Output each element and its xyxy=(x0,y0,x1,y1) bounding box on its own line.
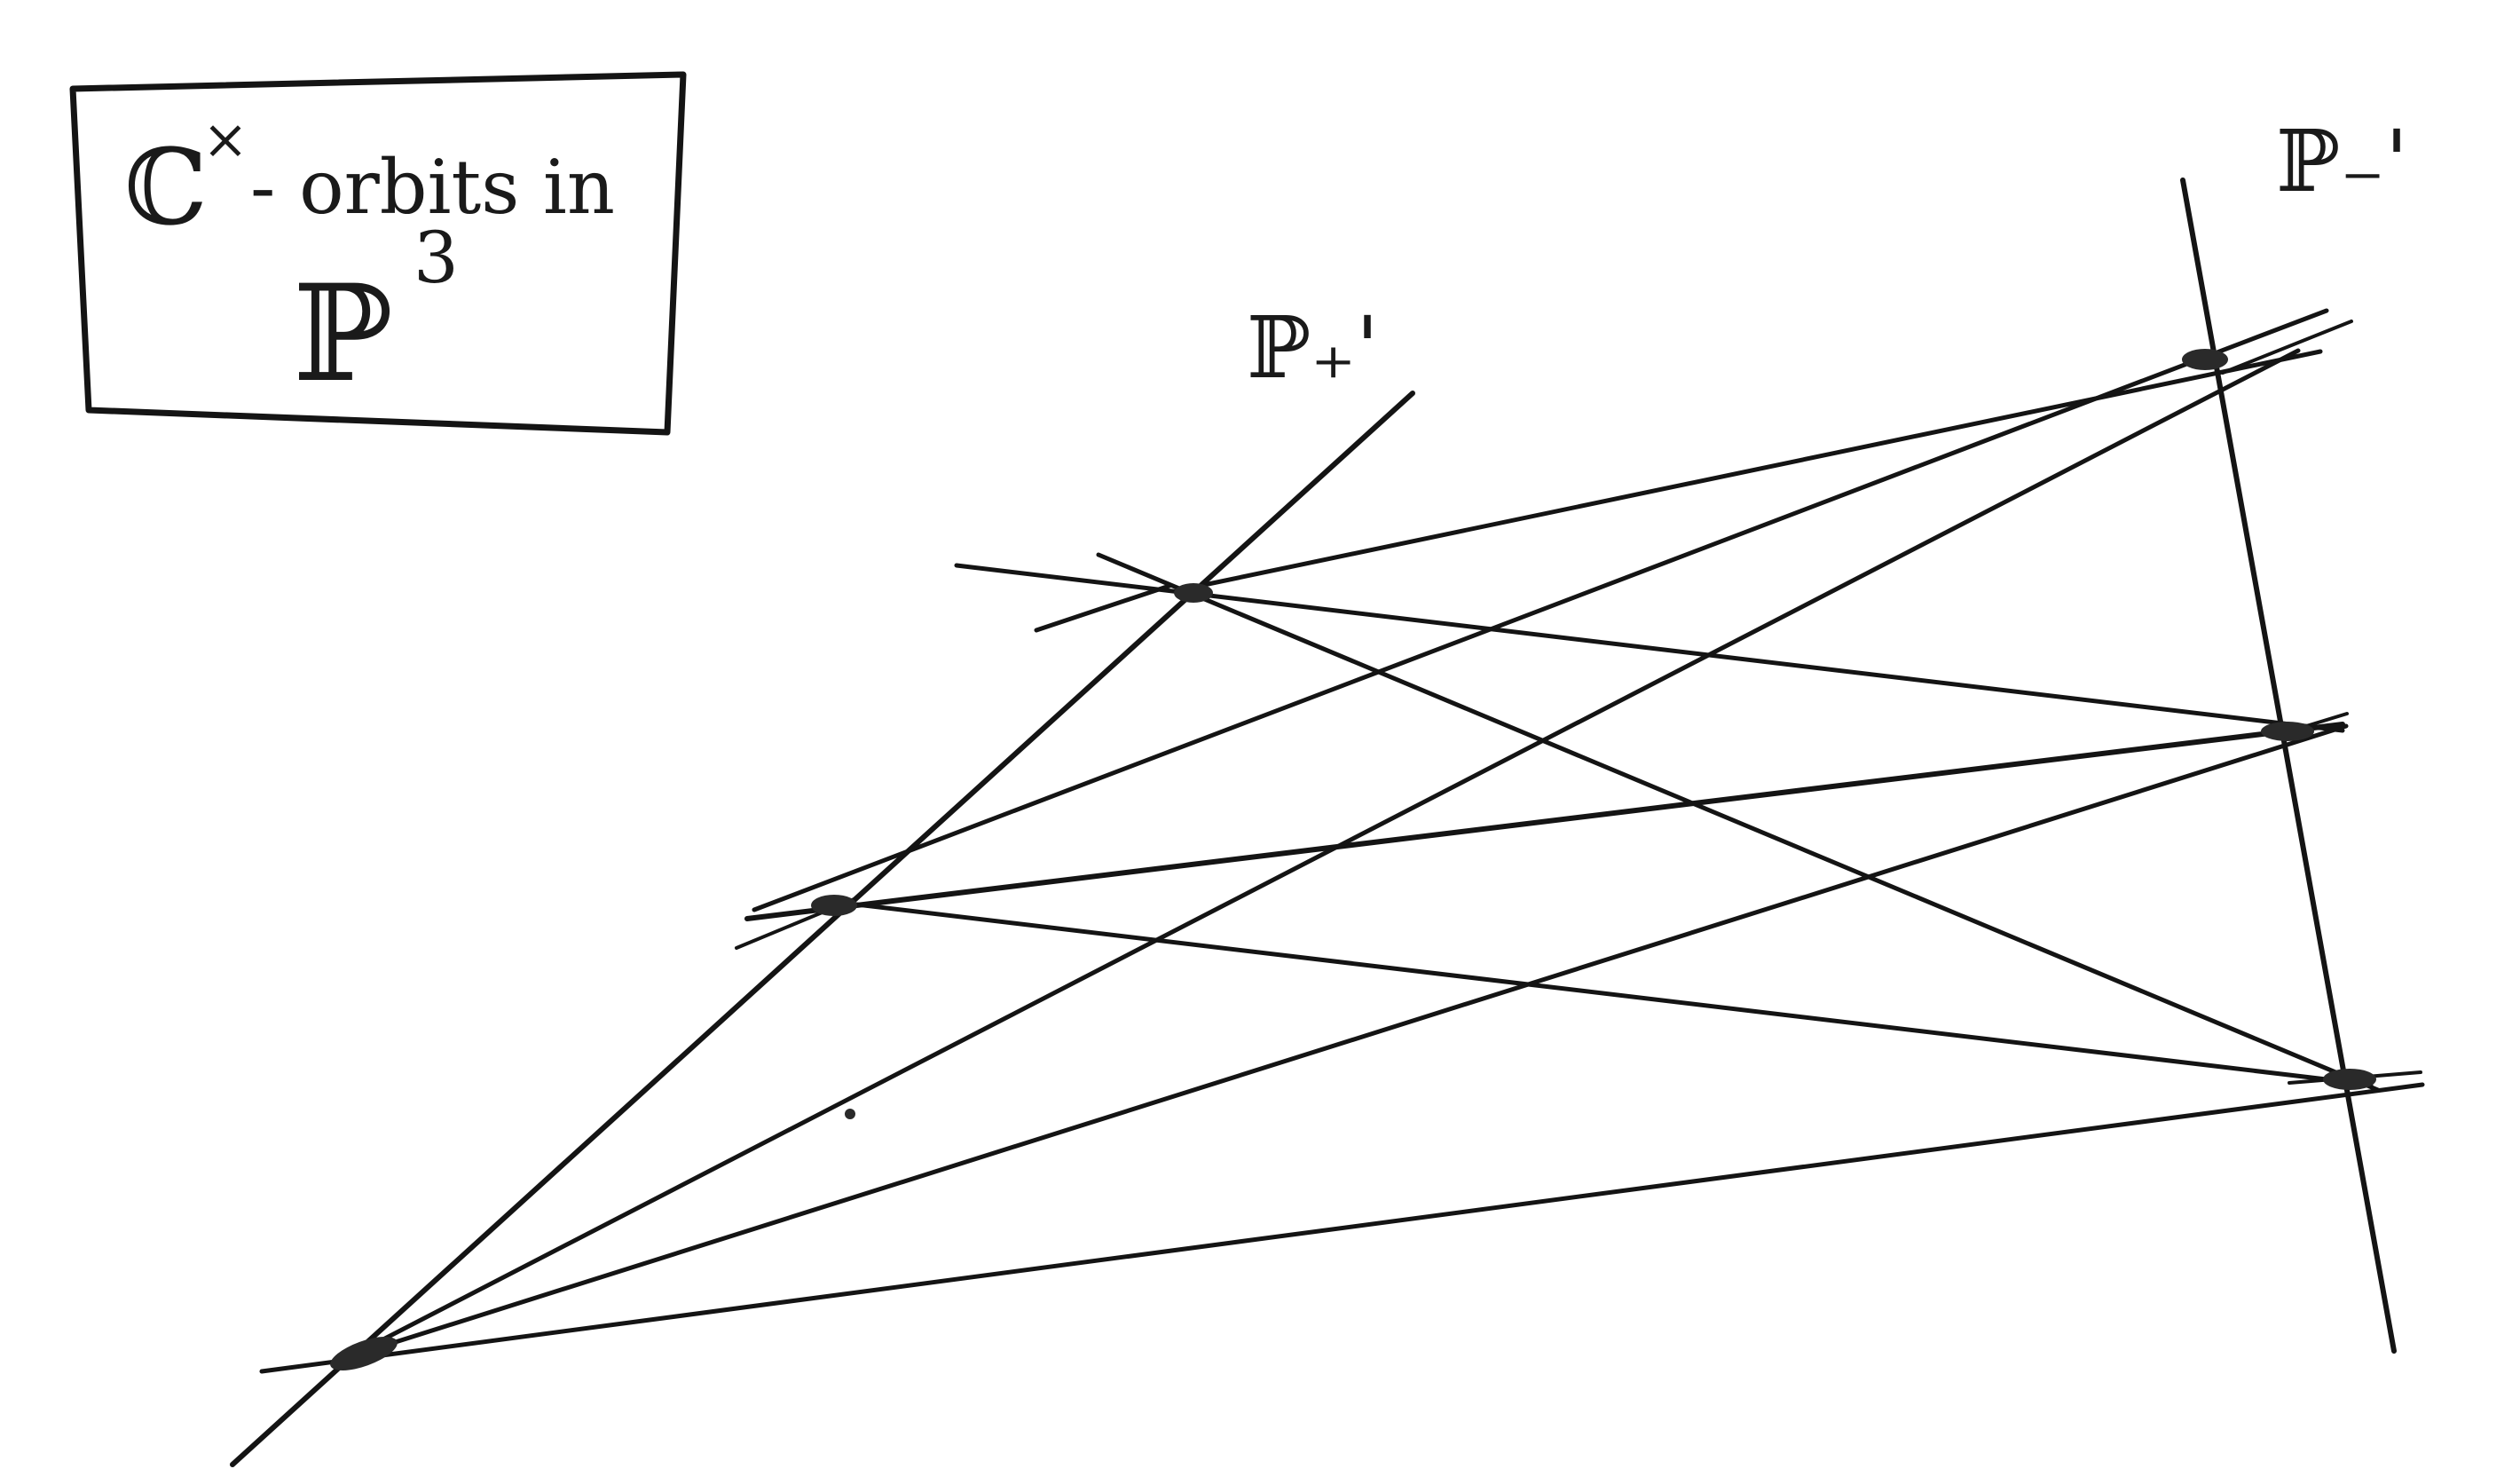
intersection-points xyxy=(330,349,2376,1370)
line-p-plus xyxy=(230,391,1415,1467)
point-p-plus-middle xyxy=(811,895,857,916)
point-p-minus-top xyxy=(2182,349,2228,370)
tick-mark xyxy=(2221,320,2353,375)
orbit-line xyxy=(831,899,2374,1087)
title-box: ℂ × - orbits in ℙ 3 xyxy=(69,71,687,436)
tick-mark xyxy=(1034,583,1172,633)
orbit-line xyxy=(744,722,2345,921)
orbit-line xyxy=(259,1082,2425,1374)
title-c-superscript: × xyxy=(202,107,248,171)
label-p-minus: ℙ₋' xyxy=(2276,112,2408,211)
point-p-minus-middle xyxy=(2261,722,2314,741)
orbit-line xyxy=(752,308,2329,912)
title-orbits-text: - orbits in xyxy=(250,144,615,231)
line-p-minus xyxy=(2180,178,2397,1354)
title-p-superscript: 3 xyxy=(413,217,459,299)
title-c-symbol: ℂ xyxy=(124,126,208,249)
point-p-minus-bottom xyxy=(2323,1069,2376,1090)
label-p-plus: ℙ₊' xyxy=(1247,298,1379,398)
point-p-plus-top xyxy=(1174,583,1213,603)
point-p-plus-bottom xyxy=(330,1337,398,1370)
title-p-symbol: ℙ xyxy=(293,257,393,412)
orbit-line xyxy=(348,723,2349,1359)
orbit-lines xyxy=(259,308,2425,1374)
orbit-line xyxy=(1096,552,2381,1093)
orbit-line xyxy=(348,348,2301,1359)
orbit-line xyxy=(1197,349,2323,588)
main-lines xyxy=(230,178,2397,1467)
ink-dot xyxy=(845,1109,855,1119)
orbit-line xyxy=(954,563,2345,733)
